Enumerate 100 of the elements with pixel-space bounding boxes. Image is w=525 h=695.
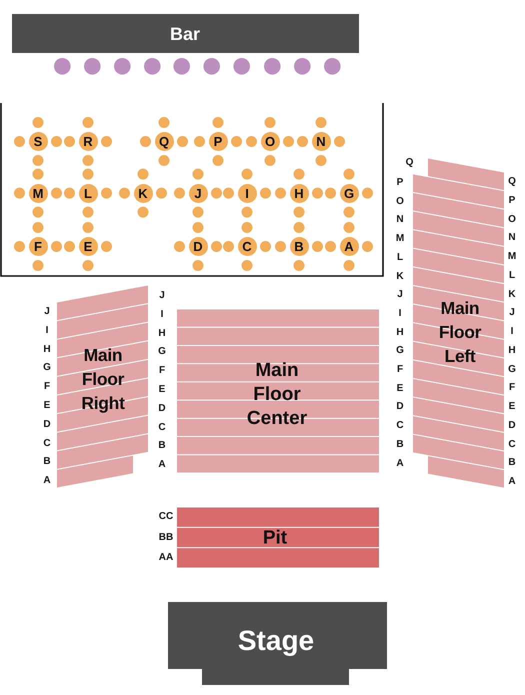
row-letter: C <box>396 421 404 432</box>
row-letter: AA <box>158 553 174 563</box>
row-letter: D <box>508 420 516 431</box>
row-letter: I <box>398 308 402 319</box>
round-table <box>238 184 256 203</box>
row-letter: E <box>396 384 404 394</box>
table-letter: C <box>242 239 252 256</box>
round-table <box>238 237 256 256</box>
round-table <box>154 132 174 152</box>
row-letter: B <box>43 457 51 468</box>
round-table <box>28 132 48 152</box>
round-table <box>78 237 98 256</box>
stage <box>168 602 387 685</box>
row-letter: BB <box>158 532 174 542</box>
table-letter: G <box>344 186 354 202</box>
round-table <box>134 184 152 203</box>
table-letter: Q <box>158 134 170 150</box>
row-letter: A <box>396 458 404 468</box>
row-letter: H <box>43 344 51 355</box>
row-letter: O <box>508 214 516 224</box>
row-letter: L <box>508 270 516 281</box>
row-letter: CC <box>158 512 174 522</box>
row-letter: J <box>44 307 50 317</box>
section-label: Main Floor Center <box>246 358 308 430</box>
table-letter: A <box>344 239 354 256</box>
row-letter: E <box>158 385 166 395</box>
row-letter: C <box>43 438 51 449</box>
table-letter: F <box>34 239 42 256</box>
row-letter: B <box>508 458 516 468</box>
table-area-border <box>0 103 384 277</box>
round-table <box>290 184 308 203</box>
row-letter: M <box>396 234 404 244</box>
round-table <box>260 132 280 152</box>
stage-label: Stage <box>238 624 314 658</box>
row-letter: I <box>46 326 48 336</box>
table-letter: R <box>83 134 93 150</box>
section-label: Main Floor Left <box>438 297 482 368</box>
row-letter: F <box>508 383 516 394</box>
row-letter: A <box>508 477 516 487</box>
row-letter: P <box>396 178 404 188</box>
table-letter: J <box>194 186 202 202</box>
round-table <box>78 132 98 152</box>
round-table <box>188 237 208 256</box>
round-table <box>290 237 308 256</box>
row-letter: C <box>158 422 166 433</box>
row-letter: F <box>158 366 166 376</box>
round-table <box>28 237 48 256</box>
table-letter: D <box>193 239 203 256</box>
round-table <box>208 132 228 152</box>
round-table <box>340 184 358 203</box>
row-letter: D <box>158 404 166 414</box>
table-letter: M <box>32 186 44 202</box>
table-letter: O <box>264 134 276 150</box>
round-table <box>28 184 48 203</box>
row-letter: L <box>396 252 404 263</box>
row-letter: E <box>44 401 50 411</box>
row-letter: C <box>508 440 516 450</box>
row-letter: B <box>158 441 166 452</box>
row-letter: O <box>396 196 404 207</box>
row-letter: N <box>396 215 404 226</box>
row-letter: F <box>44 382 50 392</box>
row-letter: G <box>43 363 51 374</box>
row-letter: I <box>160 310 164 320</box>
table-letter: S <box>34 134 42 150</box>
row-letter: H <box>158 328 166 339</box>
table-letter: B <box>294 239 304 256</box>
table-letter: H <box>294 186 304 202</box>
row-letter: A <box>158 460 166 470</box>
table-letter: N <box>316 134 326 150</box>
row-letter: J <box>509 308 515 318</box>
row-letter: N <box>508 233 516 244</box>
row-letter: B <box>396 440 404 450</box>
row-letter: I <box>510 327 514 337</box>
row-letter: M <box>508 252 516 262</box>
row-letter: Q <box>508 177 516 187</box>
row-letter: D <box>396 402 404 412</box>
section-label: Main Floor Right <box>81 344 125 415</box>
area-label: Bar <box>170 22 200 44</box>
row-letter: G <box>158 347 166 358</box>
bar-counter <box>12 14 359 53</box>
row-letter: H <box>396 328 404 338</box>
round-table <box>312 132 330 152</box>
round-table <box>78 184 98 203</box>
table-letter: I <box>245 186 249 202</box>
table-letter: E <box>84 239 92 256</box>
row-letter: F <box>396 365 404 375</box>
row-letter: G <box>508 364 516 374</box>
row-letter: G <box>396 346 404 356</box>
row-letter: K <box>396 272 404 282</box>
round-table <box>188 184 208 203</box>
round-table <box>340 237 358 256</box>
section-label: Pit <box>262 526 288 549</box>
table-letter: P <box>214 134 222 150</box>
row-letter: E <box>508 402 516 412</box>
row-letter: H <box>508 346 516 356</box>
row-letter: D <box>43 420 51 430</box>
row-letter: J <box>397 290 403 300</box>
table-letter: L <box>84 186 92 202</box>
row-letter: Q <box>406 158 414 168</box>
row-letter: A <box>43 476 51 486</box>
